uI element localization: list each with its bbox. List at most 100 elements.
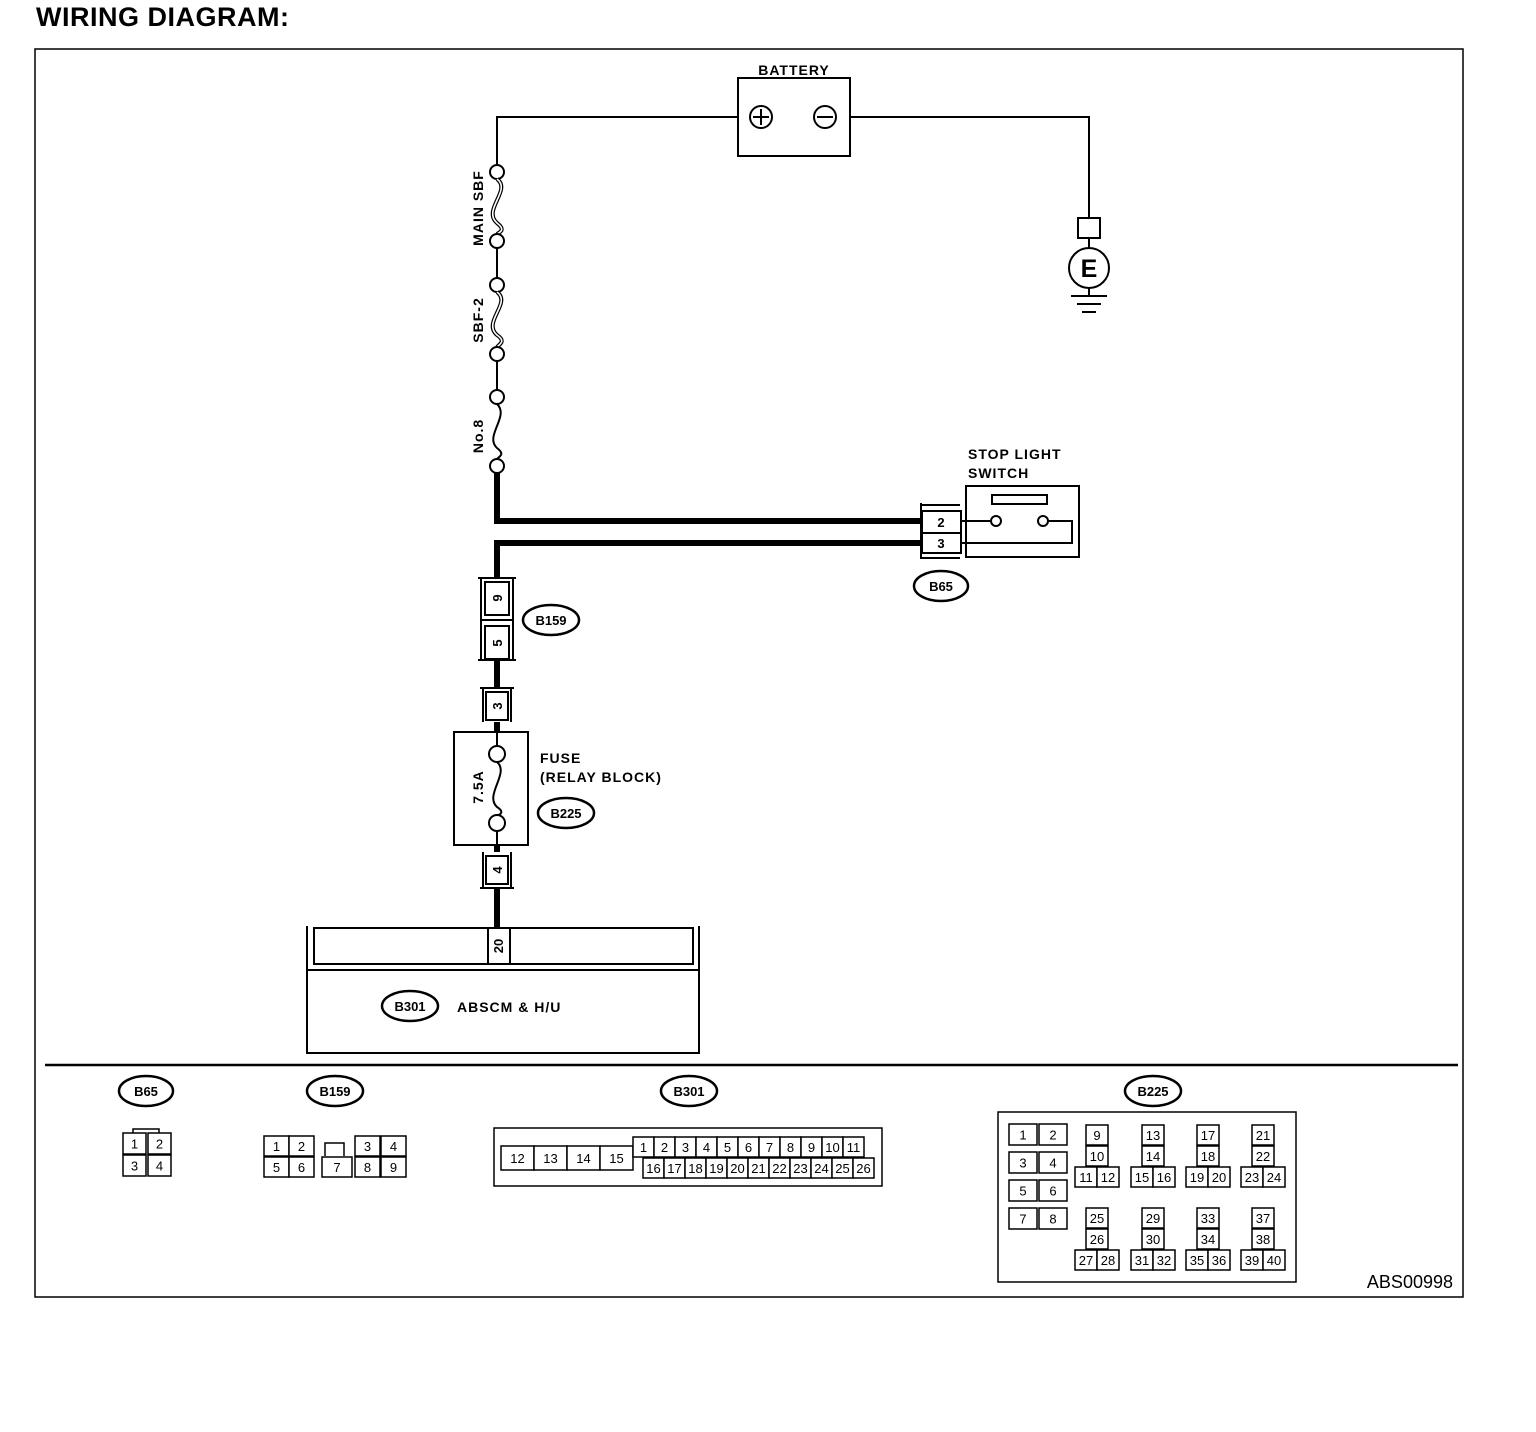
b225-face-pin-16-cell bbox=[1152, 1166, 1176, 1188]
b225-face-pin-14-cell bbox=[1141, 1145, 1165, 1167]
battery-positive-wire bbox=[496, 116, 738, 165]
b225-face-pin-7-cell bbox=[1008, 1207, 1038, 1230]
wire-no8-to-switch-pin2 bbox=[494, 473, 920, 524]
b159-face-pin-1: 1 bbox=[273, 1139, 280, 1154]
b225-face-pin-8-cell bbox=[1038, 1207, 1068, 1230]
b159-face-pin-8: 8 bbox=[364, 1160, 371, 1175]
b225-face-pin-18: 18 bbox=[1201, 1149, 1215, 1164]
negative-terminal-icon bbox=[813, 105, 837, 129]
b225-face-pin-34-cell bbox=[1196, 1228, 1220, 1250]
b225-face-pin-11: 11 bbox=[1079, 1170, 1093, 1185]
svg-text:4: 4 bbox=[490, 866, 505, 874]
b159-face-pin-7: 7 bbox=[333, 1160, 340, 1175]
b225-ref-badge: B225 bbox=[536, 796, 596, 830]
sbf-2-label: SBF-2 bbox=[470, 297, 486, 342]
b225-face-pin-2-cell bbox=[1038, 1123, 1068, 1146]
b225-face-pin-27: 27 bbox=[1079, 1253, 1093, 1268]
b301-face-pin-6: 6 bbox=[745, 1140, 752, 1155]
b225-face-pin-28: 28 bbox=[1101, 1253, 1115, 1268]
b225-face-pin-4-cell bbox=[1038, 1151, 1068, 1174]
b301-face-pin-26-cell bbox=[852, 1157, 875, 1179]
b225-face-pin-10: 10 bbox=[1090, 1149, 1104, 1164]
b225-face-pin-17: 17 bbox=[1201, 1128, 1215, 1143]
fuse-relay-label-line1: FUSE bbox=[540, 750, 581, 766]
b225-face-pin-29-cell bbox=[1141, 1207, 1165, 1229]
b65-face-pin-4-cell bbox=[147, 1154, 172, 1177]
b225-face-pin-3-cell bbox=[1008, 1151, 1038, 1174]
b225-face-pin-17-cell bbox=[1196, 1124, 1220, 1146]
b225-face-pin-30-cell bbox=[1141, 1228, 1165, 1250]
b301-face-pin-8: 8 bbox=[787, 1140, 794, 1155]
switch-contact-icon bbox=[990, 515, 1002, 527]
b301-face-pin-22: 22 bbox=[772, 1161, 786, 1176]
no8-fuse-label: No.8 bbox=[470, 419, 486, 453]
b301-face-pin-4: 4 bbox=[703, 1140, 710, 1155]
b225-face-pin-1: 1 bbox=[1019, 1128, 1026, 1143]
figure-code: ABS00998 bbox=[1367, 1272, 1453, 1292]
b225-face-pin-40-cell bbox=[1262, 1249, 1286, 1271]
b301-face-pin-13-cell bbox=[533, 1145, 568, 1171]
stop-light-switch-label-line1: STOP LIGHT bbox=[968, 446, 1062, 462]
b225-face-pin-24-cell bbox=[1262, 1166, 1286, 1188]
battery-negative-wire bbox=[850, 116, 1090, 218]
svg-text:B225: B225 bbox=[550, 806, 581, 821]
b225-face-pin-22-cell bbox=[1251, 1145, 1275, 1167]
switch-contact-icon bbox=[1037, 515, 1049, 527]
b225-face-pin-14: 14 bbox=[1146, 1149, 1160, 1164]
b225-face-pin-36-cell bbox=[1207, 1249, 1231, 1271]
b301-face-pin-20: 20 bbox=[730, 1161, 744, 1176]
b301-face-pin-2: 2 bbox=[661, 1140, 668, 1155]
svg-text:B65: B65 bbox=[134, 1084, 158, 1099]
b225-face-pin-20-cell bbox=[1207, 1166, 1231, 1188]
b225-face-pin-4: 4 bbox=[1049, 1156, 1056, 1171]
b65-face-pin-1: 1 bbox=[131, 1137, 138, 1152]
b301-face-pin-11: 11 bbox=[847, 1140, 861, 1155]
b225-face-pin-32-cell bbox=[1152, 1249, 1176, 1271]
b159-latch bbox=[324, 1142, 345, 1156]
b65-ref-badge: B65 bbox=[912, 569, 970, 603]
svg-text:B225: B225 bbox=[1137, 1084, 1168, 1099]
b301-face-pin-11-cell bbox=[842, 1136, 865, 1158]
b225-face-pin-28-cell bbox=[1096, 1249, 1120, 1271]
b159-face-pin-2: 2 bbox=[298, 1139, 305, 1154]
b225-face-pin-33: 33 bbox=[1201, 1211, 1215, 1226]
b225-face-pin-8: 8 bbox=[1049, 1212, 1056, 1227]
abscm-label: ABSCM & H/U bbox=[457, 999, 561, 1015]
b301-face-pin-1: 1 bbox=[640, 1140, 647, 1155]
b301-face-pin-9: 9 bbox=[808, 1140, 815, 1155]
abscm-unit: 20 ABSCM & H/U bbox=[306, 926, 700, 1054]
b225-face-pin-1-cell bbox=[1008, 1123, 1038, 1146]
main-sbf-fuse: MAIN SBF bbox=[470, 164, 505, 249]
b225-face-pin-5: 5 bbox=[1019, 1184, 1026, 1199]
svg-text:3: 3 bbox=[490, 702, 505, 709]
b225-face-pin-37-cell bbox=[1251, 1207, 1275, 1229]
b159-face-pin-4: 4 bbox=[390, 1139, 397, 1154]
b225-face-pin-7: 7 bbox=[1019, 1212, 1026, 1227]
b225-face-pin-30: 30 bbox=[1146, 1232, 1160, 1247]
ground-icon: E bbox=[1068, 217, 1110, 313]
b301-face-pin-10: 10 bbox=[825, 1140, 839, 1155]
b225-face-pin-36: 36 bbox=[1212, 1253, 1226, 1268]
b301-face-pin-16: 16 bbox=[646, 1161, 660, 1176]
b159-ref-badge: B159 bbox=[521, 603, 581, 637]
fuse-rating-label: 7.5A bbox=[470, 770, 486, 804]
b301-face-pin-5: 5 bbox=[724, 1140, 731, 1155]
b225-face-pin-33-cell bbox=[1196, 1207, 1220, 1229]
b301-face-pin-14: 14 bbox=[576, 1151, 590, 1166]
b225-face-pin-21: 21 bbox=[1256, 1128, 1270, 1143]
b225-face-pin-37: 37 bbox=[1256, 1211, 1270, 1226]
b225-face-pin-15: 15 bbox=[1135, 1170, 1149, 1185]
b225-face-pin-6: 6 bbox=[1049, 1184, 1056, 1199]
b225-pin-4-terminal: 4 bbox=[480, 852, 514, 889]
b225-face-pin-12-cell bbox=[1096, 1166, 1120, 1188]
page-title: WIRING DIAGRAM: bbox=[36, 2, 290, 32]
b65-face-pin-4: 4 bbox=[156, 1159, 163, 1174]
b225-face-pin-2: 2 bbox=[1049, 1128, 1056, 1143]
stop-light-switch: STOP LIGHT SWITCH 2 3 bbox=[920, 446, 1080, 559]
b65-face-pin-2-cell bbox=[147, 1132, 172, 1155]
b225-face-pin-38: 38 bbox=[1256, 1232, 1270, 1247]
b225-face-pin-19: 19 bbox=[1190, 1170, 1204, 1185]
